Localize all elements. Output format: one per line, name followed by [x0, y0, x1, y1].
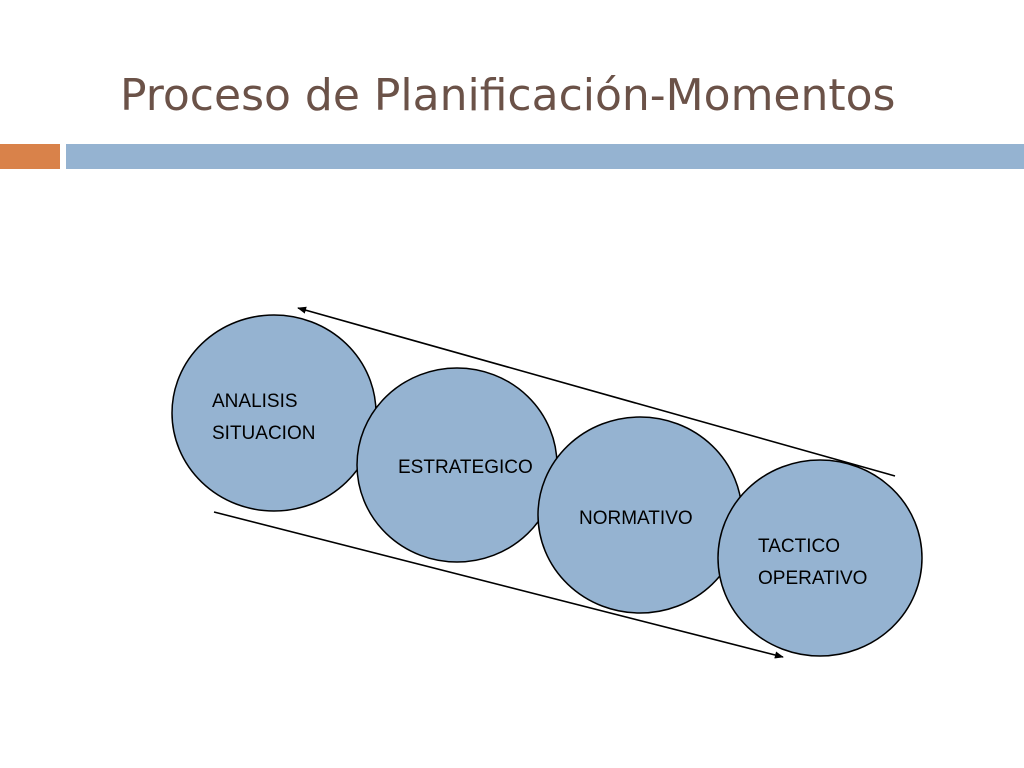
- moment-circle: [717, 459, 923, 657]
- moment-label: TACTICO OPERATIVO: [758, 536, 867, 589]
- lower-arrow: [213, 511, 784, 659]
- title-accent-bar: [0, 144, 60, 169]
- moment-label-line: TACTICO: [758, 536, 840, 557]
- moment-normativo: NORMATIVO: [537, 416, 743, 614]
- moment-label: ESTRATEGICO: [398, 457, 533, 478]
- moment-label-line: OPERATIVO: [758, 568, 867, 589]
- moment-label-line: ESTRATEGICO: [398, 457, 533, 478]
- moment-label: ANALISIS SITUACION: [212, 391, 315, 444]
- title-underline-bar: [66, 144, 1024, 169]
- moment-tactico-operativo: TACTICO OPERATIVO: [717, 459, 923, 657]
- moment-analisis-situacion: ANALISIS SITUACION: [171, 314, 377, 512]
- moment-label-line: NORMATIVO: [579, 508, 693, 529]
- moment-circle: [171, 314, 377, 512]
- upper-arrow: [297, 306, 896, 477]
- moment-label-line: SITUACION: [212, 423, 315, 444]
- slide-title: Proceso de Planificación-Momentos: [120, 70, 896, 121]
- moment-label: NORMATIVO: [579, 508, 693, 529]
- moment-label-line: ANALISIS: [212, 391, 298, 412]
- moment-estrategico: ESTRATEGICO: [356, 367, 558, 563]
